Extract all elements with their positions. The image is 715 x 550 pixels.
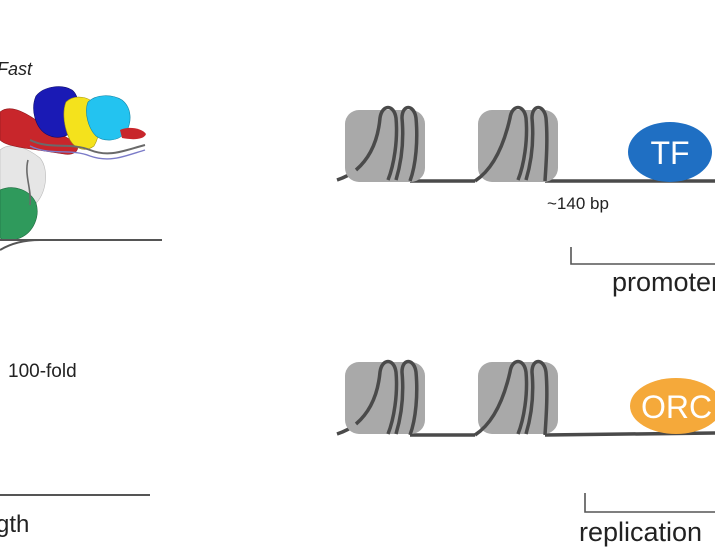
left-top-dna-curve (0, 239, 41, 251)
tf-factor (628, 122, 712, 182)
orc-factor-label: ORC (641, 389, 712, 425)
left-panel: Fast 100-fold gth (0, 59, 162, 538)
nucleosome (473, 359, 558, 437)
fold-label: 100-fold (8, 361, 77, 382)
replication-bracket (584, 493, 715, 513)
tf-factor-label: TF (650, 135, 689, 171)
fast-label: Fast (0, 59, 33, 79)
promoter-label: promoter (612, 267, 715, 297)
promoter-bracket (570, 247, 715, 265)
nucleosome (345, 105, 425, 182)
replication-label: replication (579, 517, 702, 547)
left-bottom-label: gth (0, 511, 29, 538)
protein-complex-image (0, 86, 146, 241)
right-bottom-row: ORC replication (336, 359, 715, 547)
spacing-label: ~140 bp (547, 194, 609, 213)
nucleosome (345, 359, 425, 436)
orc-factor (630, 378, 715, 434)
right-top-row: TF ~140 bp promoter (336, 105, 715, 297)
nucleosome (473, 105, 558, 183)
